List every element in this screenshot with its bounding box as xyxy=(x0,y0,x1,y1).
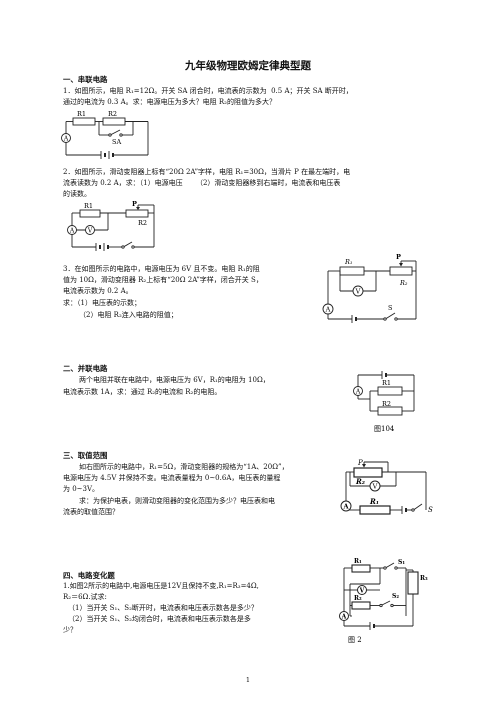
document-title: 九年级物理欧姆定律典型题 xyxy=(185,60,311,72)
fig2c-s1-label: S₁ xyxy=(398,559,405,566)
range-r1-label: R₁ xyxy=(369,497,379,506)
s3-line-4: 求：为保护电表，则滑动变阻器的变化范围为多少？电压表和电 xyxy=(79,497,275,505)
section-heading-series: 一、串联电路 xyxy=(63,75,108,84)
range-switch-label: S xyxy=(428,506,433,514)
fig2c-caption: 图 2 xyxy=(348,636,362,644)
figure-range-circuit: V A P R₂ R₁ S xyxy=(340,459,433,515)
fig2c-s2-label: S₂ xyxy=(392,593,399,600)
s4-line-3: （1）当开关 S₁、S₂断开时，电流表和电压表示数各是多少？ xyxy=(68,604,258,612)
s2-line-2: 电流表示数 1A，求：通过 R₂的电流和 R₂的电阻。 xyxy=(63,388,222,396)
fig104-r1-label: R1 xyxy=(382,379,391,387)
q2-line-1: 2．如图所示，滑动变阻器上标有“20Ω 2A”字样，电阻 R₁=30Ω，当滑片 … xyxy=(63,168,351,176)
fig2-p-label: P xyxy=(132,200,137,208)
s4-line-2: R₂＝6Ω.试求: xyxy=(63,593,107,601)
q2-line-3: 的读数。 xyxy=(63,190,91,198)
q2-line-2: 流表读数为 0.2 A，求：（1）电源电压 （2）滑动变阻器移到右端时，电流表和… xyxy=(63,179,341,187)
fig2-voltmeter-label: V xyxy=(87,227,93,234)
fig2-ammeter-label: A xyxy=(69,227,75,234)
s3-line-3: 为 0~3V。 xyxy=(63,485,100,493)
range-voltmeter-label: V xyxy=(372,483,378,491)
s2-line-1: 两个电阻并联在电路中，电源电压为 6V，R₁的电阻为 10Ω， xyxy=(79,376,270,384)
s4-line-1: 1.如图2所示的电路中,电源电压是12V且保持不变,R₁=R₃=4Ω, xyxy=(63,582,259,590)
fig2-r1-label: R1 xyxy=(84,202,93,210)
fig1-ammeter-label: A xyxy=(63,135,69,142)
fig3-voltmeter-label: V xyxy=(355,288,361,296)
q3-line-1: 3．在如图所示的电路中，电源电压为 6V 且不变。电阻 R₁的阻 xyxy=(63,265,260,273)
figure-2-circuit: A V R1 P R2 xyxy=(67,200,155,251)
q3-line-4: 求：（1）电压表的示数； xyxy=(63,299,141,307)
figure-1-circuit: A R1 R2 SA xyxy=(61,110,149,159)
fig1-r1-label: R1 xyxy=(77,110,86,118)
section-heading-circuit-change: 四、电路变化题 xyxy=(63,571,115,580)
range-ammeter-label: A xyxy=(342,503,349,511)
fig104-r2-label: R2 xyxy=(382,400,391,408)
fig2c-ammeter-label: A xyxy=(341,613,347,620)
q3-line-2: 值为 10Ω，滑动变阻器 R₂上标有“20Ω 2A”字样，闭合开关 S， xyxy=(63,276,263,284)
range-r2-label: R₂ xyxy=(355,477,365,486)
fig3-r1-label: R₁ xyxy=(344,258,353,266)
fig2c-r2-label: R₂ xyxy=(354,595,362,602)
page-number: 1 xyxy=(245,676,251,684)
fig2-r2-label: R2 xyxy=(138,219,147,227)
section-heading-parallel: 二、并联电路 xyxy=(63,364,108,373)
q3-line-5: （2）电阻 R₂连入电路的阻值； xyxy=(79,311,178,319)
s4-line-5: 少？ xyxy=(63,626,77,634)
s3-line-5: 流表的取值范围？ xyxy=(63,508,119,516)
figure-104-circuit: A R1 R2 图104 xyxy=(353,371,415,433)
fig3-p-label: P xyxy=(396,253,401,261)
fig104-ammeter-label: A xyxy=(355,388,361,395)
range-p-label: P xyxy=(357,459,363,467)
q3-line-3: 电流表示数为 0.2 A。 xyxy=(63,287,133,295)
fig104-caption: 图104 xyxy=(374,425,395,433)
figure-3-circuit: A V R₁ P R₂ S xyxy=(322,253,417,323)
figure-2-circuit-change: V A R₁ S₁ R₃ R₂ S₂ 图 2 xyxy=(339,558,428,644)
section-heading-range: 三、取值范围 xyxy=(63,451,108,460)
s3-line-2: 电源电压为 4.5V 并保持不变。电流表量程为 0~0.6A，电压表的量程 xyxy=(63,474,281,482)
fig3-ammeter-label: A xyxy=(325,306,331,314)
s3-line-1: 如右图所示的电路中，R₁=5Ω，滑动变阻器的规格为“1A、20Ω”， xyxy=(79,463,289,471)
fig2c-r3-label: R₃ xyxy=(420,575,428,582)
q1-line-2: 通过的电流为 0.3 A。求：电源电压为多大？电阻 R₂的阻值为多大？ xyxy=(63,98,276,106)
fig3-r2-label: R₂ xyxy=(399,279,408,287)
fig1-r2-label: R2 xyxy=(108,110,117,118)
fig2c-r1-label: R₁ xyxy=(354,558,362,565)
fig2c-voltmeter-label: V xyxy=(359,587,365,594)
fig1-switch-label: SA xyxy=(112,138,121,146)
fig3-switch-label: S xyxy=(388,304,392,312)
q1-line-1: 1．如图所示，电阻 R₁=12Ω。开关 SA 闭合时，电流表的示数为 0.5 A… xyxy=(63,87,353,95)
s4-line-4: （2）当开关 S₁、S₂均闭合时，电流表和电压表示数各是多 xyxy=(68,615,251,623)
